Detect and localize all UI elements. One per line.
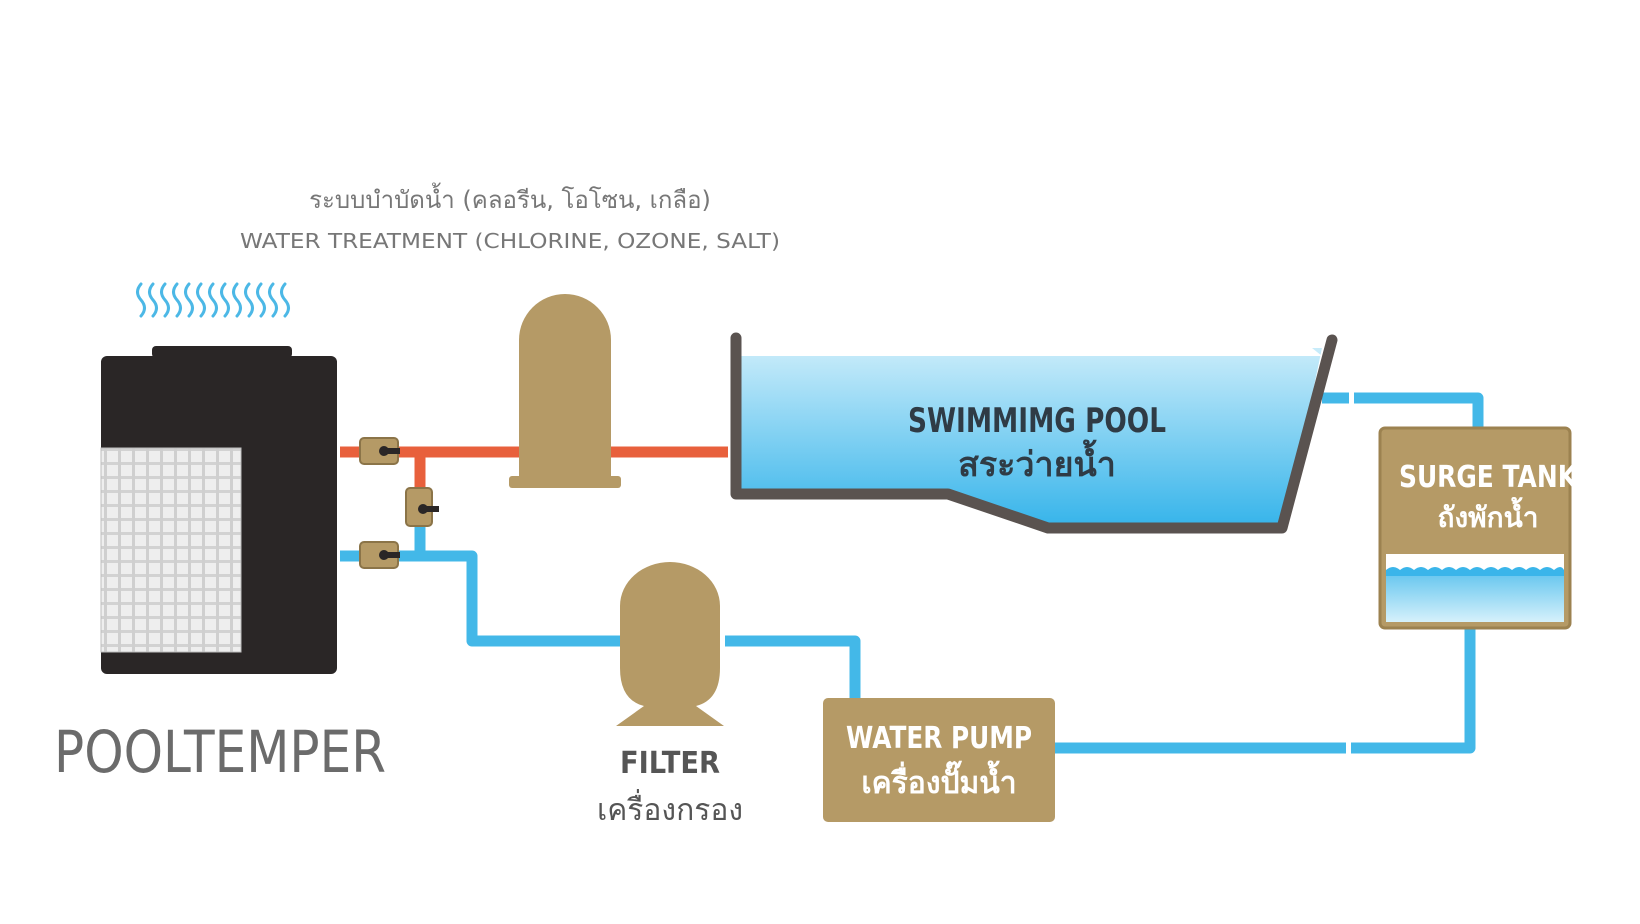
pool-wall xyxy=(730,332,1338,534)
water-pump xyxy=(823,698,1055,822)
cold-return-pipes xyxy=(340,392,1484,754)
heat-pump-unit xyxy=(100,346,337,674)
pipe-filter-to-heater xyxy=(340,550,620,647)
water-treatment-base xyxy=(509,476,621,488)
pool-label-en: SWIMMIMG POOL xyxy=(908,401,1166,441)
heat-pump-coil xyxy=(101,448,241,652)
water-treatment-unit xyxy=(509,294,621,488)
pool-water xyxy=(736,348,1322,530)
swimming-pool xyxy=(730,332,1338,534)
valve-cold-inlet xyxy=(359,541,400,569)
pipe-surge-tank-to-pump xyxy=(1052,628,1476,754)
surge-tank-label-en: SURGE TANK xyxy=(1399,460,1578,495)
filter-label-thai: เครื่องกรอง xyxy=(597,789,743,828)
water-treatment-label-en: WATER TREATMENT (CHLORINE, OZONE, SALT) xyxy=(240,229,780,253)
filter-label-en: FILTER xyxy=(620,746,720,781)
surge-tank-label-thai: ถังพักน้ำ xyxy=(1438,496,1539,534)
pipe-pump-to-filter xyxy=(725,635,861,700)
pipe-pool-to-surge-tank xyxy=(1322,392,1484,432)
valve-bypass xyxy=(405,487,439,527)
valve-hot-outlet xyxy=(359,437,400,465)
water-pump-label-en: WATER PUMP xyxy=(846,721,1032,756)
filter-tank xyxy=(616,562,724,726)
water-treatment-vessel xyxy=(519,294,611,482)
brand-name: POOLTEMPER xyxy=(54,718,386,786)
pool-water-surface xyxy=(736,344,1322,356)
water-pump-label-thai: เครื่องปั๊มน้ำ xyxy=(861,760,1016,801)
filter-body xyxy=(616,562,724,726)
pool-label-thai: สระว่ายน้ำ xyxy=(958,439,1116,485)
heat-wave-icon xyxy=(136,282,290,318)
heat-pump-top-cap xyxy=(152,346,292,358)
pipe-joints xyxy=(1346,392,1354,754)
surge-tank xyxy=(1378,426,1572,630)
water-treatment-label-thai: ระบบบำบัดน้ำ (คลอรีน, โอโซน, เกลือ) xyxy=(309,182,711,214)
water-pump-body xyxy=(823,698,1055,822)
valve-icon xyxy=(359,437,439,569)
